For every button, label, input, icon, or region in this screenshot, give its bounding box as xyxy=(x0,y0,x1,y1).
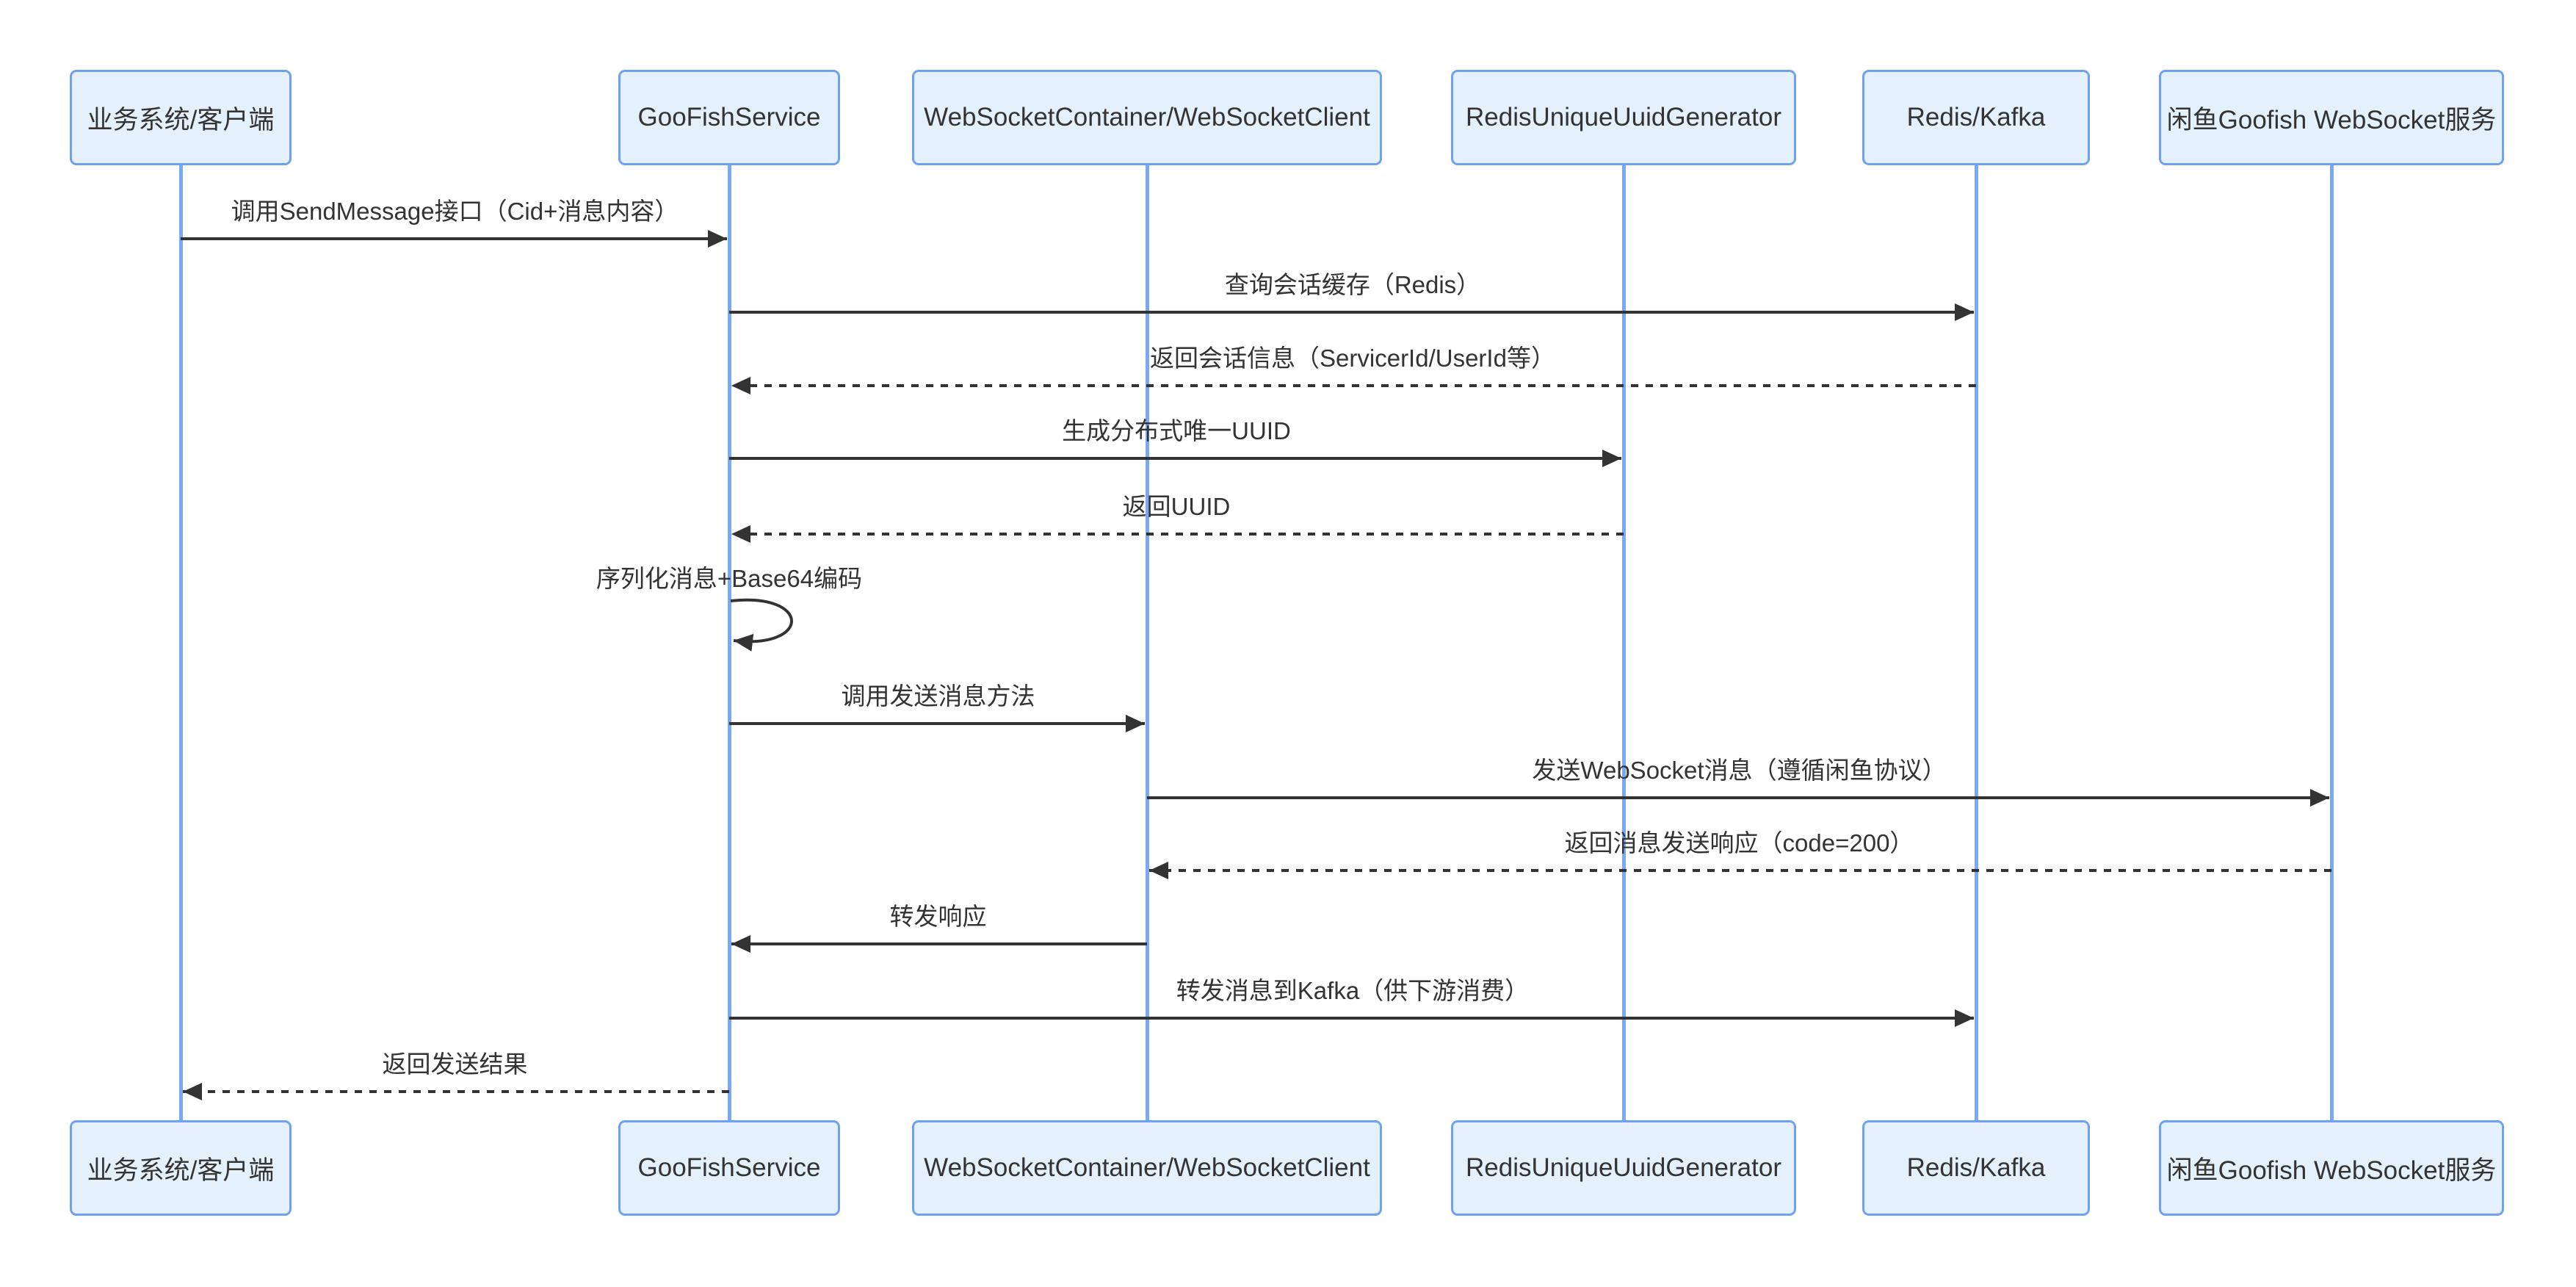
actor-label: 业务系统/客户端 xyxy=(87,1156,275,1185)
actor-label: RedisUniqueUuidGenerator xyxy=(1466,103,1781,131)
actor-bottom-uuidgen: RedisUniqueUuidGenerator xyxy=(1451,1120,1796,1216)
actor-top-goofish: GooFishService xyxy=(618,70,840,165)
actor-bottom-xianyu: 闲鱼Goofish WebSocket服务 xyxy=(2159,1120,2504,1216)
actor-label: GooFishService xyxy=(637,1153,821,1182)
message-label-12: 返回发送结果 xyxy=(382,1050,528,1078)
message-label-1: 调用SendMessage接口（Cid+消息内容） xyxy=(231,198,679,225)
actor-label: WebSocketContainer/WebSocketClient xyxy=(924,103,1370,131)
message-label-10: 转发响应 xyxy=(889,903,987,930)
actor-label: Redis/Kafka xyxy=(1906,103,2046,131)
message-label-5: 返回UUID xyxy=(1122,493,1231,520)
actor-label: 闲鱼Goofish WebSocket服务 xyxy=(2166,1156,2497,1185)
actor-label: Redis/Kafka xyxy=(1906,1153,2046,1182)
actor-label: GooFishService xyxy=(637,103,821,131)
actor-bottom-goofish: GooFishService xyxy=(618,1120,840,1216)
message-label-11: 转发消息到Kafka（供下游消费） xyxy=(1176,977,1530,1004)
actor-top-client: 业务系统/客户端 xyxy=(70,70,292,165)
actor-label: WebSocketContainer/WebSocketClient xyxy=(924,1153,1370,1182)
lifeline-goofish xyxy=(728,165,731,1120)
lifeline-xianyu xyxy=(2330,165,2334,1120)
actor-bottom-redis: Redis/Kafka xyxy=(1862,1120,2090,1216)
actor-label: RedisUniqueUuidGenerator xyxy=(1466,1153,1781,1182)
message-label-6: 序列化消息+Base64编码 xyxy=(596,565,863,592)
message-label-7: 调用发送消息方法 xyxy=(841,682,1035,710)
message-label-3: 返回会话信息（ServicerId/UserId等） xyxy=(1150,345,1555,372)
lifeline-wsc xyxy=(1146,165,1149,1120)
message-label-2: 查询会话缓存（Redis） xyxy=(1224,271,1481,298)
actor-top-wsc: WebSocketContainer/WebSocketClient xyxy=(912,70,1382,165)
message-label-4: 生成分布式唯一UUID xyxy=(1062,417,1291,444)
lifeline-client xyxy=(179,165,183,1120)
lifeline-uuidgen xyxy=(1622,165,1626,1120)
actor-label: 闲鱼Goofish WebSocket服务 xyxy=(2166,105,2497,134)
actor-label: 业务系统/客户端 xyxy=(87,105,275,134)
message-label-8: 发送WebSocket消息（遵循闲鱼协议） xyxy=(1532,757,1947,784)
actor-top-xianyu: 闲鱼Goofish WebSocket服务 xyxy=(2159,70,2504,165)
message-self-loop xyxy=(730,598,793,652)
lifeline-redis xyxy=(1975,165,1978,1120)
message-label-9: 返回消息发送响应（code=200） xyxy=(1564,829,1914,857)
actor-top-uuidgen: RedisUniqueUuidGenerator xyxy=(1451,70,1796,165)
actor-top-redis: Redis/Kafka xyxy=(1862,70,2090,165)
actor-bottom-wsc: WebSocketContainer/WebSocketClient xyxy=(912,1120,1382,1216)
actor-bottom-client: 业务系统/客户端 xyxy=(70,1120,292,1216)
